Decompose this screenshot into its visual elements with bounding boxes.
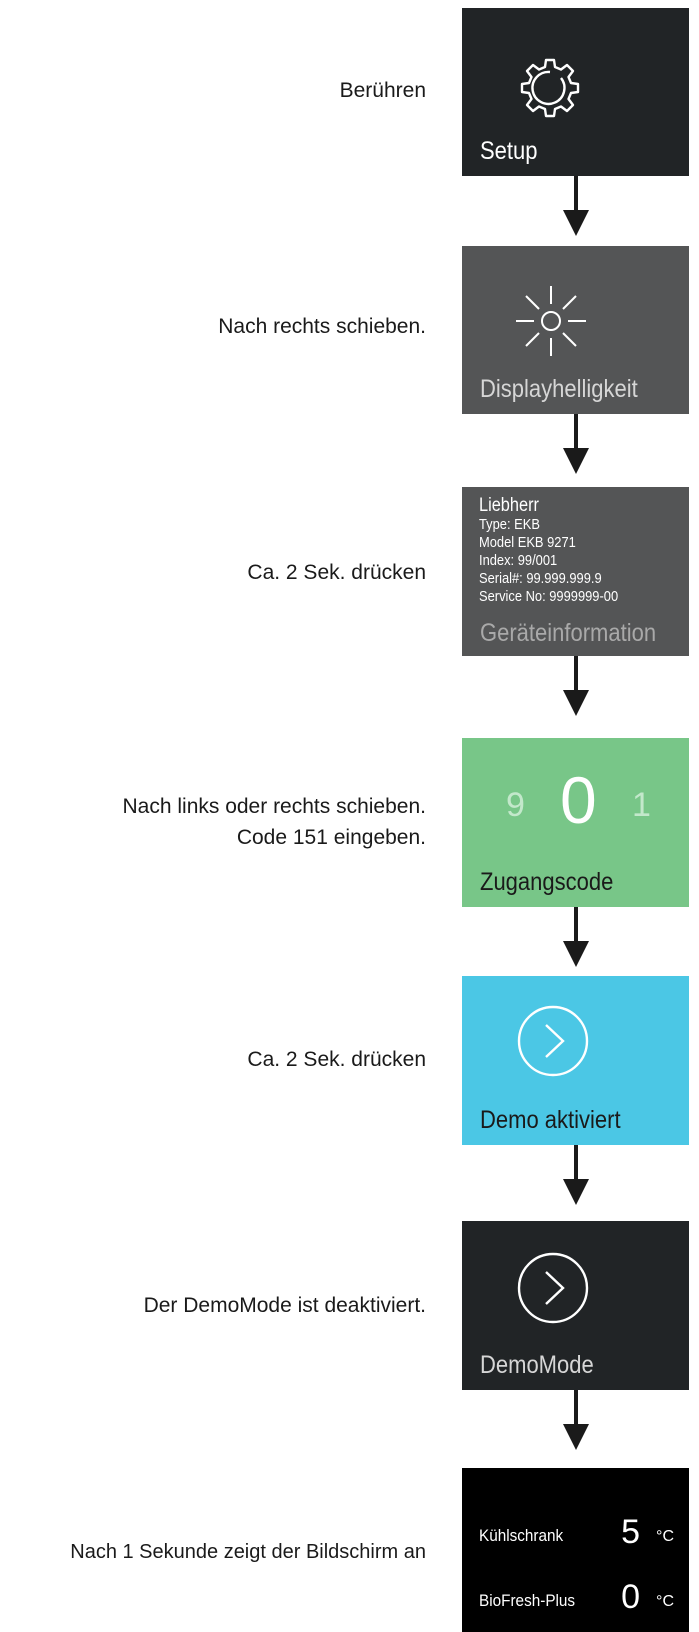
down-arrow-icon — [563, 656, 589, 716]
zone-temperature: 0 — [621, 1578, 640, 1616]
setup-tile[interactable]: Setup — [462, 8, 689, 176]
code-digit-previous[interactable]: 9 — [506, 786, 525, 824]
device-info-tile[interactable]: Liebherr Type: EKB Model EKB 9271 Index:… — [462, 487, 689, 656]
service-number: Service No: 9999999-00 — [479, 588, 619, 605]
serial-number: Serial#: 99.999.999.9 — [479, 570, 602, 587]
down-arrow-icon — [563, 1145, 589, 1205]
device-info-details: Liebherr Type: EKB Model EKB 9271 Index:… — [479, 495, 618, 606]
demomode-tile[interactable]: DemoMode — [462, 1221, 689, 1390]
instruction-text-brightness: Nach rechts schieben. — [218, 315, 426, 338]
demo-activated-tile[interactable]: Demo aktiviert — [462, 976, 689, 1145]
device-index: Index: 99/001 — [479, 552, 558, 569]
zone-name: BioFresh-Plus — [479, 1591, 576, 1610]
tile-label: Displayhelligkeit — [480, 375, 638, 403]
code-digit-next[interactable]: 1 — [632, 786, 651, 824]
zone-row-biofresh[interactable]: BioFresh-Plus 0 °C — [479, 1575, 674, 1616]
code-digit-current[interactable]: 0 — [560, 763, 597, 837]
home-screen-tile: Kühlschrank 5 °C BioFresh-Plus 0 °C — [462, 1468, 689, 1632]
instruction-text-access-code: Nach links oder rechts schieben. Code 15… — [122, 795, 427, 849]
code-digit-slider[interactable]: 9 0 1 — [462, 763, 689, 838]
tile-label: Zugangscode — [480, 868, 614, 896]
down-arrow-icon — [563, 176, 589, 236]
gear-icon — [515, 54, 585, 124]
down-arrow-icon — [563, 414, 589, 474]
tile-label: Geräteinformation — [480, 619, 657, 647]
down-arrow-icon — [563, 1390, 589, 1450]
device-model: Model EKB 9271 — [479, 534, 576, 551]
zone-name: Kühlschrank — [479, 1526, 564, 1545]
play-circle-icon — [516, 1251, 590, 1325]
display-brightness-tile[interactable]: Displayhelligkeit — [462, 246, 689, 414]
device-type: Type: EKB — [479, 516, 540, 533]
zone-row-fridge[interactable]: Kühlschrank 5 °C — [479, 1510, 674, 1551]
instruction-text-home-screen: Nach 1 Sekunde zeigt der Bildschirm an — [70, 1541, 426, 1563]
tile-label: Demo aktiviert — [480, 1106, 621, 1134]
instruction-text-setup: Berühren — [339, 79, 426, 102]
temperature-unit: °C — [656, 1528, 674, 1545]
zone-temperature: 5 — [621, 1513, 640, 1551]
temperature-unit: °C — [656, 1593, 674, 1610]
brand-name: Liebherr — [479, 495, 539, 516]
access-code-tile[interactable]: 9 0 1 Zugangscode — [462, 738, 689, 907]
instruction-text-demo-activated: Ca. 2 Sek. drücken — [247, 1048, 426, 1071]
tile-label: Setup — [480, 137, 538, 165]
sun-icon — [514, 284, 588, 358]
instruction-text-demomode: Der DemoMode ist deaktiviert. — [143, 1294, 426, 1317]
tile-label: DemoMode — [480, 1351, 594, 1379]
down-arrow-icon — [563, 907, 589, 967]
play-circle-icon — [516, 1004, 590, 1078]
instruction-text-device-info: Ca. 2 Sek. drücken — [247, 561, 426, 584]
